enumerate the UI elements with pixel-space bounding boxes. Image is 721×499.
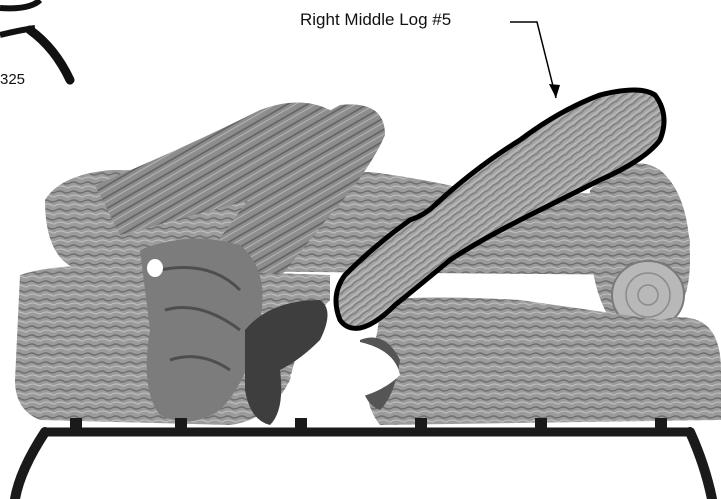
right-rear-log [589,163,690,334]
part-number-label: 325 [0,71,25,88]
log-grate [15,418,712,499]
previous-figure-grate [0,0,70,80]
callout-leader [510,22,560,98]
callout-label: Right Middle Log #5 [300,10,451,30]
